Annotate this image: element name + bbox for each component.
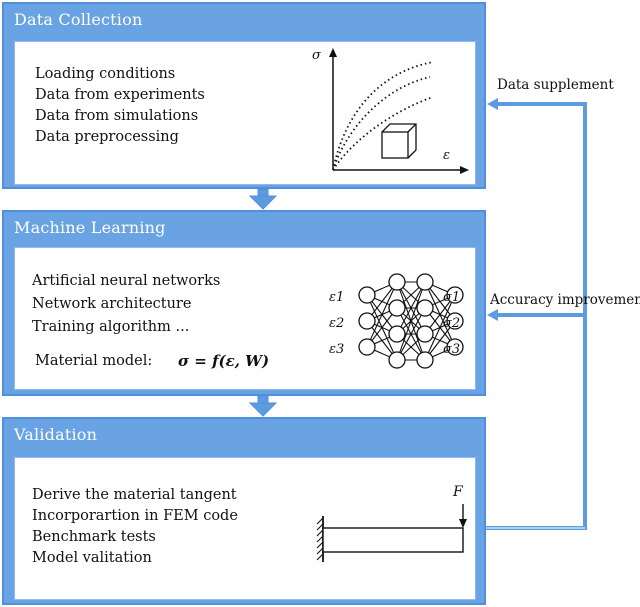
force-label: F [453,484,463,500]
output-label: σ2 [443,316,461,331]
nn-connection [396,281,426,335]
nn-node [388,351,406,369]
model-label: Material model: [35,353,153,369]
list-item: Data from experiments [35,87,205,103]
machine-learning-panel: Machine Learning Artificial neural netwo… [2,210,486,396]
down-arrow-icon [248,188,278,210]
list-item: Model valitation [32,550,152,566]
nn-node [416,325,434,343]
nn-node [388,273,406,291]
input-label: ε2 [329,316,345,331]
list-item: Data from simulations [35,108,199,124]
nn-node [446,286,464,304]
panel-content: Derive the material tangent Incorporarti… [14,457,476,600]
accuracy-improvement-label: Accuracy improvement [490,292,640,308]
nn-node [446,338,464,356]
output-label: σ1 [443,290,461,305]
nn-connection [366,281,398,348]
panel-title: Validation [14,425,98,444]
nn-connection [396,307,426,361]
panel-content: Artificial neural networks Network archi… [14,247,476,390]
list-item: Training algorithm ... [32,319,190,335]
cantilever-beam-diagram [316,504,467,562]
neural-network-diagram [358,273,464,369]
panel-title: Data Collection [14,10,143,29]
nn-node [358,286,376,304]
x-axis-label: ε [443,148,450,163]
nn-connection [424,294,456,361]
data-supplement-label: Data supplement [497,77,614,93]
input-label: ε1 [329,290,345,305]
y-axis-label: σ [312,48,321,63]
nn-node [416,273,434,291]
cube-icon [381,123,417,159]
list-item: Loading conditions [35,66,176,82]
panel-content: Loading conditions Data from experiments… [14,41,476,185]
output-label: σ3 [443,342,461,357]
list-item: Incorporartion in FEM code [32,508,238,524]
nn-node [388,325,406,343]
list-item: Artificial neural networks [32,273,221,289]
nn-connection [396,281,426,361]
list-item: Benchmark tests [32,529,156,545]
validation-panel: Validation Derive the material tangent I… [2,417,486,605]
model-equation: σ = f(ε, W) [178,352,270,370]
nn-node [416,351,434,369]
nn-node [416,299,434,317]
data-collection-panel: Data Collection Loading conditions Data … [2,2,486,189]
input-label: ε3 [329,342,345,357]
panel-title: Machine Learning [14,218,166,237]
stress-strain-plot [329,48,469,174]
list-item: Data preprocessing [35,129,179,145]
nn-node [446,312,464,330]
nn-node [388,299,406,317]
left-arrow-icon [487,309,498,321]
left-arrow-icon [487,98,498,110]
down-arrow-icon [248,395,278,417]
nn-node [358,338,376,356]
list-item: Derive the material tangent [32,487,237,503]
list-item: Network architecture [32,296,192,312]
nn-node [358,312,376,330]
